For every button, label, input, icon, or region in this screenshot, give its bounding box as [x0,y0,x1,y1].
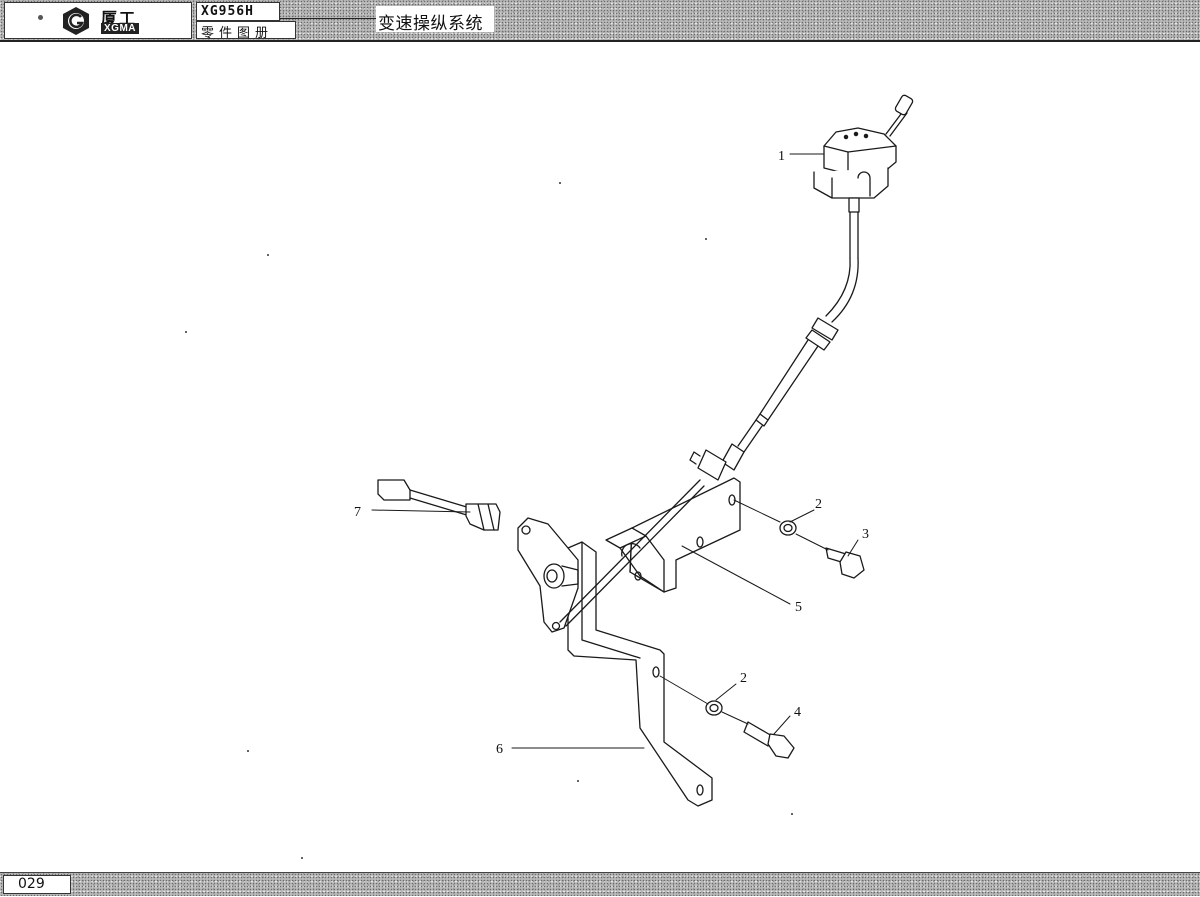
callout-7: 7 [354,505,361,520]
model-text: XG956H [201,4,254,19]
system-title-label: 变速操纵系统 [376,6,494,34]
doc-type-label: 零件图册 [196,21,296,41]
part-6-lever [517,479,713,807]
callout-6: 6 [496,742,503,757]
leader-lines [371,153,859,749]
part-4-bolt [743,721,795,759]
header-bar: 厦工 XGMA XG956H 零件图册 变速操纵系统 [0,0,1200,42]
callout-3: 3 [862,527,869,542]
callout-5: 5 [795,600,802,615]
brand-logo: 厦工 XGMA [4,2,192,39]
control-cable [689,317,839,481]
callout-1: 1 [778,149,785,164]
scan-specks [185,182,793,859]
logo-dot [38,15,43,20]
part-3-bolt [825,547,865,579]
footer-bar: 029 [0,872,1200,896]
part-5-bracket [605,477,741,593]
header-rule [280,18,376,19]
callout-2-lower: 2 [740,671,747,686]
center-lines [659,499,829,725]
page-number: 029 [18,876,45,892]
system-title-text: 变速操纵系统 [378,14,483,34]
page-number-box: 029 [3,875,71,894]
part-1-shift-handle [813,94,914,323]
doc-type-text: 零件图册 [201,26,274,41]
washer-upper [779,520,797,536]
callout-2-upper: 2 [815,497,822,512]
part-7-link-rod [377,479,501,531]
callout-4: 4 [794,705,801,720]
logo-en-text: XGMA [101,23,139,34]
washer-lower [705,700,723,716]
parts-drawing: 1 2 3 5 2 4 6 7 [185,94,914,859]
xgma-logo-icon [63,7,89,35]
model-label: XG956H [196,2,280,21]
